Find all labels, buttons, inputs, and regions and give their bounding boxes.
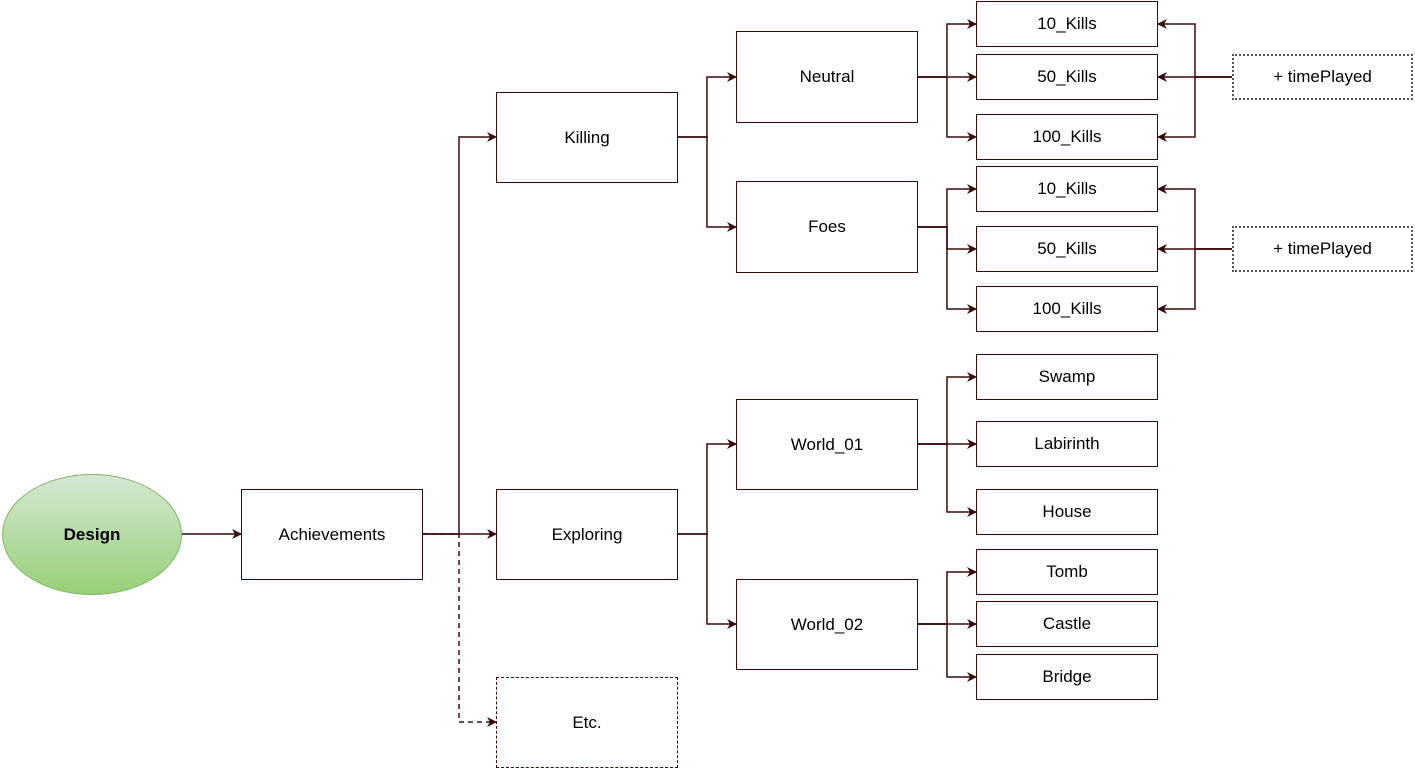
- edge-foes-100: [917, 226, 977, 314]
- edge-exploring-world02: [677, 533, 737, 629]
- edge-world01-swamp: [917, 372, 977, 445]
- exploring-node[interactable]: Exploring: [496, 489, 678, 580]
- edge-foes-time-10: [1157, 184, 1232, 250]
- foes-10-kills-node[interactable]: 10_Kills: [976, 166, 1158, 212]
- edge-achievements-etc: [422, 533, 497, 727]
- edge-foes-10: [917, 184, 977, 228]
- tomb-node[interactable]: Tomb: [976, 549, 1158, 595]
- edge-world02-tomb: [917, 567, 977, 625]
- neutral-50-kills-node[interactable]: 50_Kills: [976, 54, 1158, 100]
- foes-node[interactable]: Foes: [736, 181, 918, 273]
- foes-time-played-node[interactable]: + timePlayed: [1232, 226, 1413, 272]
- killing-node[interactable]: Killing: [496, 92, 678, 183]
- foes-100-kills-node[interactable]: 100_Kills: [976, 286, 1158, 332]
- neutral-10-kills-node[interactable]: 10_Kills: [976, 1, 1158, 47]
- foes-50-kills-node[interactable]: 50_Kills: [976, 226, 1158, 272]
- edge-world02-bridge: [917, 623, 977, 682]
- edge-world01-house: [917, 443, 977, 517]
- edge-foes-time-100: [1157, 248, 1232, 314]
- design-node[interactable]: Design: [2, 474, 182, 595]
- neutral-100-kills-node[interactable]: 100_Kills: [976, 114, 1158, 160]
- castle-node[interactable]: Castle: [976, 601, 1158, 647]
- neutral-time-played-node[interactable]: + timePlayed: [1232, 54, 1413, 100]
- edge-killing-neutral: [677, 72, 737, 138]
- edge-exploring-world01: [677, 439, 737, 535]
- edge-killing-foes: [677, 136, 737, 232]
- achievements-node[interactable]: Achievements: [241, 489, 423, 580]
- edge-neutral-time-100: [1157, 76, 1232, 142]
- edge-neutral-time-10: [1157, 19, 1232, 78]
- swamp-node[interactable]: Swamp: [976, 354, 1158, 400]
- world01-node[interactable]: World_01: [736, 399, 918, 490]
- labirinth-node[interactable]: Labirinth: [976, 421, 1158, 467]
- bridge-node[interactable]: Bridge: [976, 654, 1158, 700]
- etc-node[interactable]: Etc.: [496, 677, 678, 768]
- world02-node[interactable]: World_02: [736, 579, 918, 670]
- edge-neutral-10: [917, 19, 977, 78]
- edge-neutral-100: [917, 76, 977, 142]
- edge-achievements-killing: [422, 132, 497, 535]
- house-node[interactable]: House: [976, 489, 1158, 535]
- neutral-node[interactable]: Neutral: [736, 31, 918, 123]
